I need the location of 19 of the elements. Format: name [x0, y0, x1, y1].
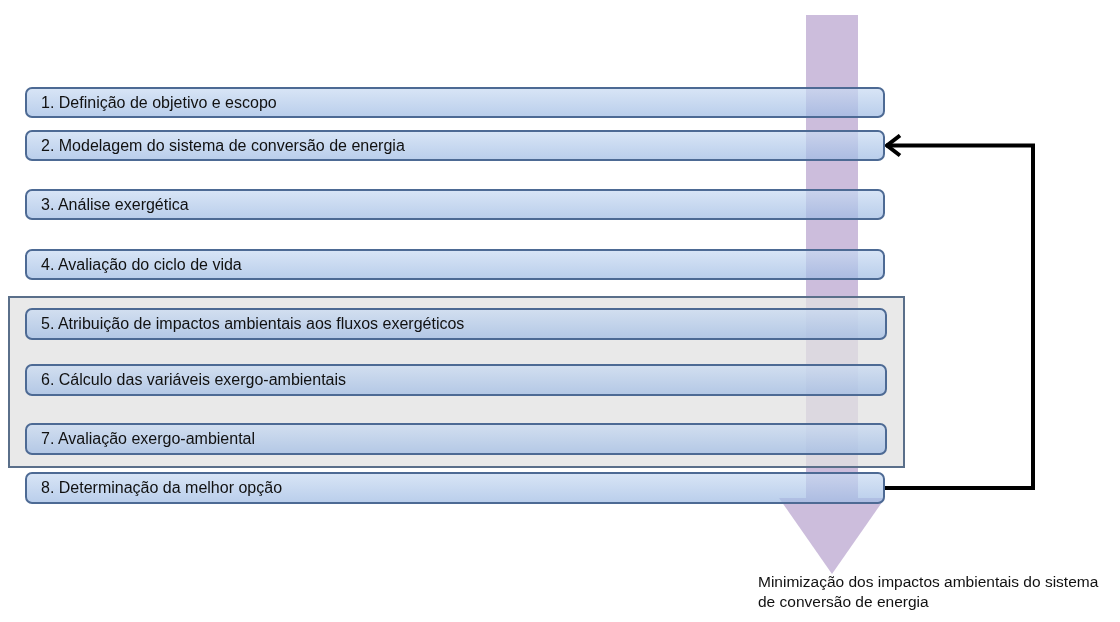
step-label: 3. Análise exergética [41, 195, 189, 214]
step-box [25, 308, 887, 340]
step-label: 7. Avaliação exergo-ambiental [41, 430, 256, 448]
step-label: 4. Avaliação do ciclo de vida [41, 255, 242, 274]
step-label: 2. Modelagem do sistema de conversão de energia [41, 136, 405, 155]
step-label: 8. Determinação da melhor opção [41, 479, 283, 497]
step-label: 1. Definição de objetivo e escopo [41, 93, 277, 112]
group-box [8, 296, 905, 468]
step-box [25, 189, 885, 220]
step-box [25, 472, 885, 504]
step-box [25, 130, 885, 161]
step-box [25, 423, 887, 455]
step-label: 5. Atribuição de impactos ambientais aos fluxos exergéticos [41, 315, 465, 333]
step-label: 6. Cálculo das variáveis exergo-ambientais [41, 371, 347, 389]
feedback-arrow [885, 133, 1035, 490]
step-box [25, 249, 885, 280]
step-box [25, 364, 887, 396]
step-box [25, 87, 885, 118]
result-text: Minimização dos impactos ambientais do sistema de conversão de energia [758, 573, 1099, 611]
